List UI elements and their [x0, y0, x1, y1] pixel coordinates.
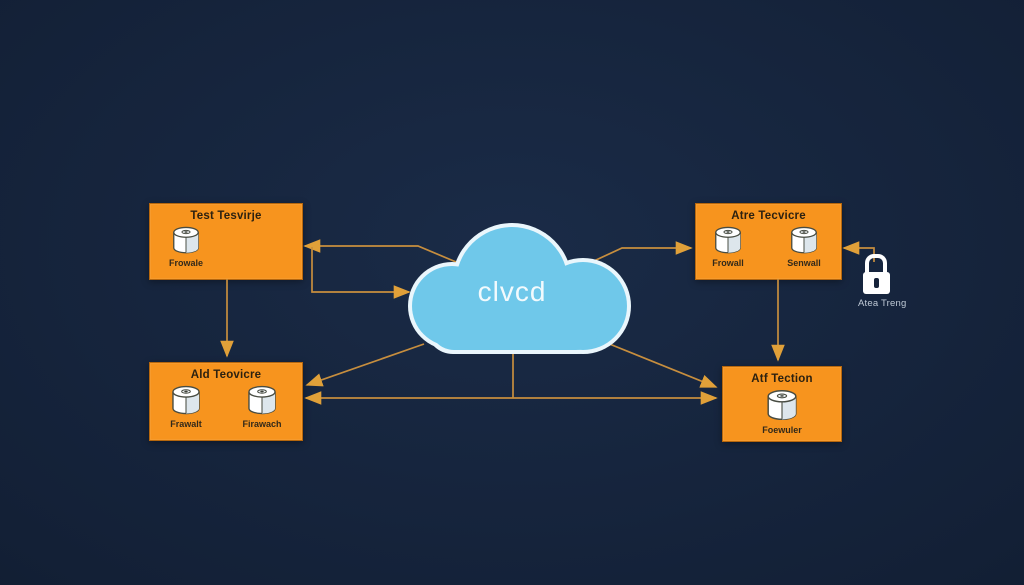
security-lock: Atea Treng: [858, 254, 907, 309]
node-title: Ald Teovicre: [190, 369, 262, 381]
database-icon: [248, 385, 276, 415]
node-title: Atf Tection: [751, 373, 813, 385]
db-label: Senwall: [787, 258, 821, 268]
arrow-cloud-to-bottom-right: [606, 342, 718, 388]
node-bottom-left: Ald Teovicre Frawalt: [149, 362, 303, 441]
db-item: Frowall: [706, 225, 750, 268]
database-icon: [715, 226, 741, 254]
arrow-cloud-to-top-left: [303, 239, 469, 268]
node-bottom-right: Atf Tection Foewuler: [722, 366, 842, 442]
database-icon: [767, 390, 797, 421]
db-label: Foewuler: [762, 425, 802, 435]
db-label: Frowale: [168, 258, 203, 268]
lock-icon: [858, 254, 894, 294]
db-item: Senwall: [782, 225, 826, 268]
database-icon: [172, 385, 200, 415]
lock-label: Atea Treng: [858, 298, 907, 309]
db-item: Frawalt: [164, 384, 208, 429]
arrow-cloud-to-top-right: [569, 241, 693, 273]
cloud-shape: clvcd: [408, 223, 631, 354]
arrow-top-left-to-cloud: [311, 247, 411, 299]
db-label: Frawalt: [170, 419, 202, 429]
node-title: Test Tesvirje: [190, 210, 262, 222]
cloud-label: clvcd: [478, 276, 547, 307]
db-item: Foewuler: [760, 388, 804, 435]
node-top-left: Test Tesvirje Frowale: [149, 203, 303, 280]
db-item: Firawach: [240, 384, 284, 429]
database-icon: [173, 226, 199, 254]
db-label: Firawach: [242, 419, 282, 429]
database-icon: [791, 226, 817, 254]
db-item: Frowale: [164, 225, 208, 268]
arrow-cloud-to-bottom-left: [305, 343, 425, 387]
keyhole: [873, 278, 879, 288]
node-top-right: Atre Tecvicre Frowall: [695, 203, 842, 280]
node-title: Atre Tecvicre: [731, 210, 806, 222]
db-label: Frowall: [712, 258, 744, 268]
